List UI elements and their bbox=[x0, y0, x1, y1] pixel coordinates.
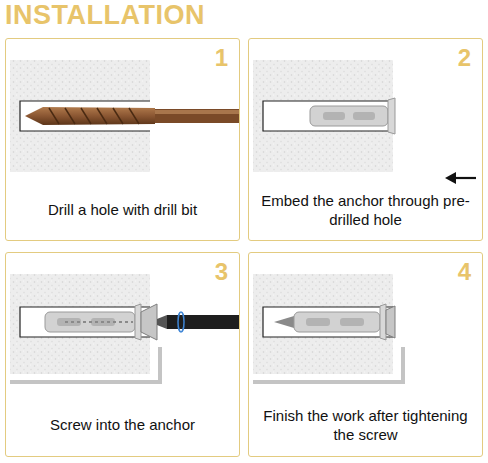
wall bbox=[253, 60, 393, 172]
wall bbox=[10, 274, 150, 374]
anchor bbox=[310, 106, 388, 126]
anchor-slot bbox=[340, 318, 364, 326]
step-caption: Embed the anchor through pre-drilled hol… bbox=[260, 191, 472, 229]
anchor bbox=[294, 312, 380, 332]
screw-head bbox=[141, 304, 157, 340]
step-caption: Drill a hole with drill bit bbox=[48, 200, 197, 219]
step-panel: 3Screw into the anchor bbox=[5, 252, 240, 457]
wall bbox=[253, 274, 393, 374]
hole bbox=[20, 307, 150, 337]
step-caption: Screw into the anchor bbox=[50, 415, 195, 434]
screw-thread bbox=[65, 321, 133, 323]
step-number: 2 bbox=[458, 44, 471, 72]
anchor-slot bbox=[353, 112, 375, 120]
step-number: 1 bbox=[215, 44, 228, 72]
drill-flutes bbox=[49, 108, 139, 124]
step-panel: 4Finish the work after tightening the sc… bbox=[248, 252, 483, 457]
screwdriver-tip bbox=[157, 315, 167, 329]
step-caption: Finish the work after tightening the scr… bbox=[260, 406, 472, 444]
screw-head bbox=[386, 306, 395, 338]
page-title: INSTALLATION bbox=[5, 0, 205, 30]
anchor-flange bbox=[388, 98, 395, 134]
fixture-plate bbox=[10, 347, 160, 382]
step-number: 4 bbox=[458, 258, 471, 286]
screw-tip bbox=[274, 316, 294, 328]
anchor-insert-figure bbox=[253, 60, 476, 184]
fixture-plate bbox=[253, 347, 403, 382]
drill-shine bbox=[155, 110, 240, 114]
anchor-slot bbox=[306, 318, 330, 326]
hole bbox=[263, 307, 393, 337]
drill-shank bbox=[155, 109, 240, 123]
anchor-slot bbox=[323, 112, 345, 120]
anchor-flange bbox=[135, 304, 141, 340]
caption-area: Screw into the anchor bbox=[6, 399, 239, 450]
drill-bit bbox=[25, 107, 155, 125]
rotation-ring bbox=[178, 312, 184, 332]
arrow-head bbox=[445, 172, 456, 184]
finished-figure bbox=[253, 274, 403, 382]
step-panel: 2Embed the anchor through pre-drilled ho… bbox=[248, 38, 483, 241]
caption-area: Finish the work after tightening the scr… bbox=[249, 399, 482, 450]
anchor bbox=[45, 312, 135, 332]
anchor-flange bbox=[380, 304, 386, 340]
direction-arrow bbox=[454, 177, 476, 179]
caption-area: Drill a hole with drill bit bbox=[6, 185, 239, 234]
screwing-figure bbox=[10, 274, 240, 382]
caption-area: Embed the anchor through pre-drilled hol… bbox=[249, 185, 482, 234]
hole bbox=[263, 101, 393, 131]
step-number: 3 bbox=[215, 258, 228, 286]
step-panel: 1Drill a hole with drill bit bbox=[5, 38, 240, 241]
drilling-figure bbox=[10, 60, 240, 172]
